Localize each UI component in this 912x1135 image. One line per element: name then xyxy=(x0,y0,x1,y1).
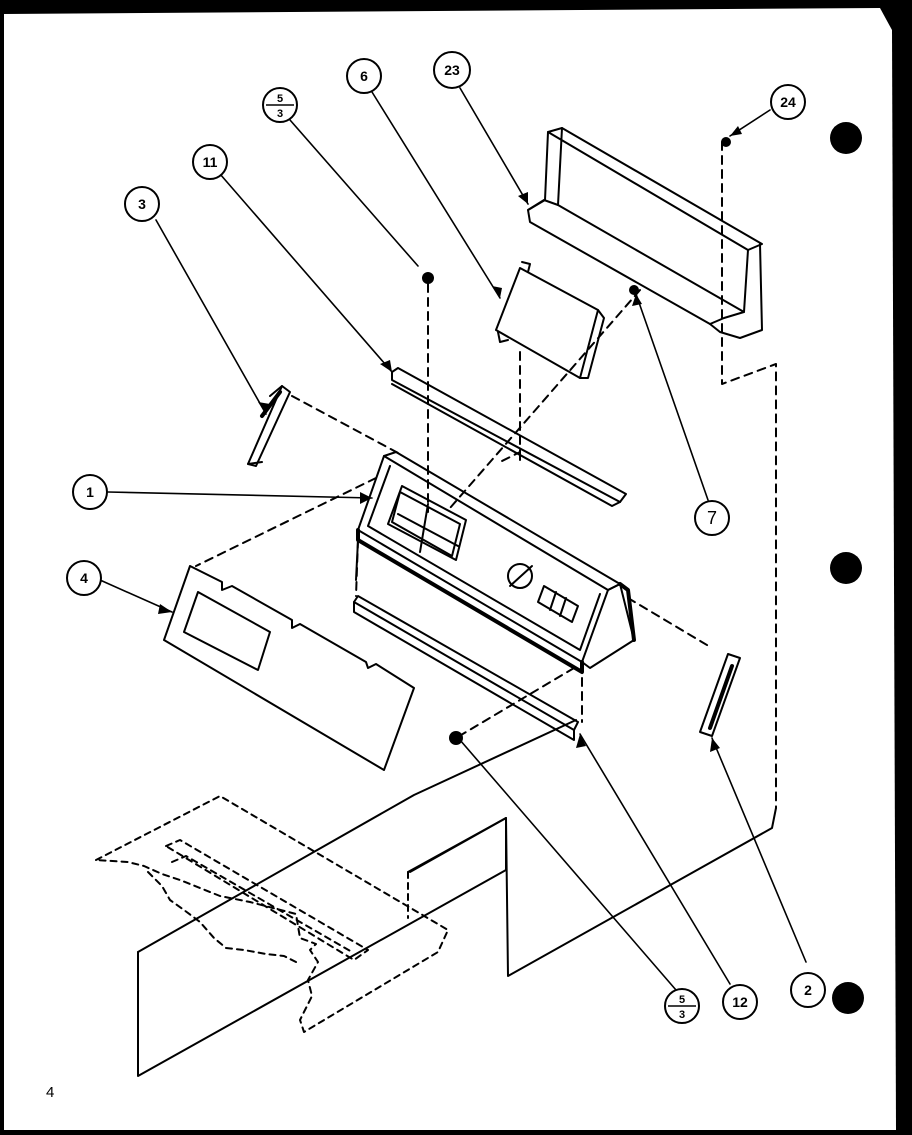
callout-6: 6 xyxy=(360,68,368,84)
callout-circle-12 xyxy=(722,984,758,1020)
callout-5-3-top-denominator: 3 xyxy=(277,108,283,120)
part-6-small-bracket xyxy=(495,261,605,379)
punch-hole-bottom xyxy=(832,982,864,1014)
arrowheads xyxy=(158,126,742,752)
callout-2: 2 xyxy=(804,982,812,998)
callout-circle-7 xyxy=(694,500,730,536)
screw-5-3-bottom xyxy=(449,731,463,745)
callout-circle-24 xyxy=(770,84,806,120)
callout-circle-11 xyxy=(192,144,228,180)
callout-5-3-top-numerator: 5 xyxy=(277,93,283,105)
callout-circle-3 xyxy=(124,186,160,222)
paper-background xyxy=(4,8,896,1130)
part-3-left-end-cap xyxy=(247,385,291,467)
callout-23: 23 xyxy=(444,62,460,78)
screw-5-3-top xyxy=(422,272,434,284)
part-23-rear-bracket xyxy=(527,127,763,339)
part-11-upper-strip xyxy=(391,367,627,507)
assembly-outline-lines xyxy=(137,719,777,1077)
leader-lines xyxy=(99,87,807,991)
punch-hole-top xyxy=(830,122,862,154)
screw-7 xyxy=(629,285,639,295)
part-4-overlay-panel xyxy=(163,565,415,771)
callout-5-3-bottom-numerator: 5 xyxy=(679,994,685,1006)
callout-5-3-bottom-denominator: 3 xyxy=(679,1009,685,1021)
part-12-lower-strip xyxy=(353,595,579,741)
page-number: 4 xyxy=(46,1084,54,1101)
callout-24: 24 xyxy=(780,94,796,110)
callout-11: 11 xyxy=(203,154,218,170)
callout-12: 12 xyxy=(732,994,748,1010)
assembly-guide-lines xyxy=(195,141,777,809)
screw-24 xyxy=(721,137,731,147)
callout-circle-6 xyxy=(346,58,382,94)
punch-hole-middle xyxy=(830,552,862,584)
callout-circle-2 xyxy=(790,972,826,1008)
callout-4: 4 xyxy=(80,570,88,586)
callout-circle-4 xyxy=(66,560,102,596)
callout-circle-23 xyxy=(433,51,471,89)
callout-3: 3 xyxy=(138,196,146,212)
callout-labels: 3 11 6 23 24 1 7 4 12 2 5 3 5 3 xyxy=(80,62,812,1021)
fraction-bars xyxy=(266,104,696,1007)
callout-1: 1 xyxy=(86,484,94,500)
callout-7: 7 xyxy=(707,508,717,528)
screws xyxy=(422,137,731,745)
cabinet-base-outline xyxy=(95,795,449,1033)
part-2-right-end-cap xyxy=(699,653,741,737)
callout-circle-1 xyxy=(72,474,108,510)
callouts xyxy=(66,51,826,1024)
